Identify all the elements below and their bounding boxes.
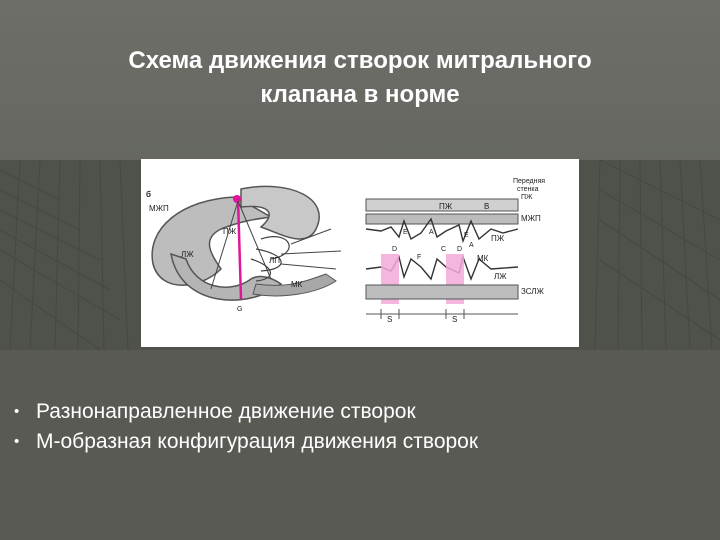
label-f1: F (417, 254, 421, 261)
texture-pattern (0, 160, 720, 350)
bullet-text-1: Разнонаправленное движение створок (36, 400, 416, 423)
label-lp-left: ЛП (269, 256, 280, 265)
label-lzh-right: ЛЖ (494, 272, 507, 281)
slide-title-line-1: Схема движения створок митрального (128, 47, 592, 74)
beam-line-2 (237, 200, 272, 280)
label-s2: S (452, 315, 457, 324)
label-d2: D (457, 246, 462, 253)
label-v: В (484, 202, 489, 211)
label-lzh-left: ЛЖ (181, 250, 194, 259)
title-band (0, 0, 720, 160)
lv-wall-shape (170, 252, 283, 301)
label-front-wall-1: Передняя (513, 178, 545, 185)
left-heart-diagram: б МЖП ПЖ ЛЖ ЛП МК G (146, 185, 342, 313)
label-c: C (441, 246, 446, 253)
bullet-dot-1: • (14, 403, 20, 420)
label-front-wall-2: стенка (517, 186, 539, 193)
valve-leaflets (250, 236, 290, 282)
label-a2: A (469, 242, 474, 249)
slide-title: Схема движения створок митрального клапа… (40, 44, 680, 112)
label-a1: A (429, 229, 434, 236)
label-pzh-mid: ПЖ (491, 234, 505, 243)
right-mmode-diagram: Передняя стенка ПЖ ПЖ В МЖП E A E A D D … (365, 178, 545, 324)
front-wall-band (365, 198, 519, 212)
label-mzhp-left: МЖП (149, 204, 169, 213)
label-e2: E (464, 232, 469, 239)
mk-ring (252, 273, 337, 297)
label-pzh-left: ПЖ (223, 227, 237, 236)
label-b: б (146, 190, 151, 199)
anterior-leaflet-trace (365, 217, 519, 244)
label-mk-left: МК (291, 280, 303, 289)
label-front-wall-3: ПЖ (521, 194, 533, 201)
bullet-dot-2: • (14, 433, 20, 450)
bullet-text-2: М-образная конфигурация движения створок (36, 430, 479, 453)
label-zslzh: ЗСЛЖ (521, 287, 545, 296)
bullet-item-1: • Разнонаправленное движение створок (14, 398, 416, 426)
label-pzh-top: ПЖ (439, 202, 453, 211)
posterior-wall-band (365, 284, 519, 300)
figure-drawing: б МЖП ПЖ ЛЖ ЛП МК G Передняя стенка ПЖ (146, 178, 545, 324)
m-beam-line (236, 198, 243, 300)
leaflet-lines (280, 228, 342, 270)
label-g-left: G (237, 306, 242, 313)
beam-line-3 (210, 200, 239, 290)
label-mk-right: МК (477, 254, 489, 263)
label-s1: S (387, 315, 392, 324)
slide-title-line-2: клапана в норме (260, 81, 460, 108)
rv-wall-shape (240, 185, 320, 240)
label-e1: E (403, 229, 408, 236)
septum-band (365, 213, 519, 225)
label-d1: D (392, 246, 397, 253)
mitral-valve-figure: б МЖП ПЖ ЛЖ ЛП МК G Передняя стенка ПЖ (141, 159, 579, 347)
bullet-item-2: • М-образная конфигурация движения створо… (14, 428, 478, 456)
bullet-list: • Разнонаправленное движение створок • М-о… (0, 350, 720, 540)
transducer-dot (233, 195, 241, 203)
septum-shape (151, 196, 274, 286)
label-mzhp-right: МЖП (521, 214, 541, 223)
